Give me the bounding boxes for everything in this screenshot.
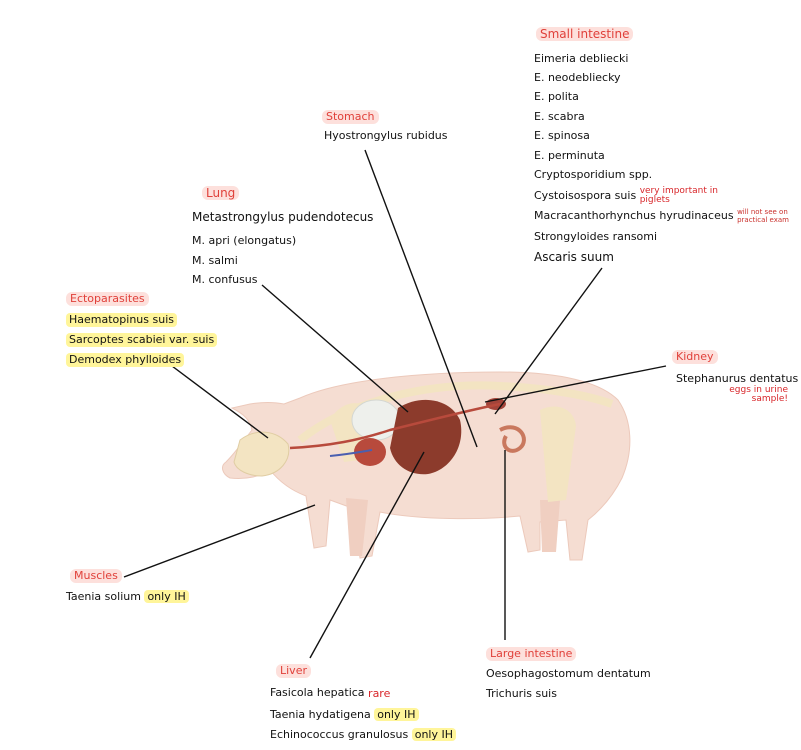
small-intestine-item-3: E. polita [534, 90, 579, 103]
connector-small-intestine [494, 267, 603, 415]
large-intestine-item-1: Oesophagostomum dentatum [486, 667, 651, 680]
lung-item-3: M. salmi [192, 254, 238, 267]
connector-liver [309, 451, 425, 659]
kidney-item-1: Stephanurus dentatus [676, 372, 799, 385]
connector-ectoparasites [159, 356, 269, 439]
small-intestine-item-5: E. spinosa [534, 129, 590, 142]
lung-heading: Lung [202, 186, 240, 200]
echinococcus-note: only IH [411, 728, 456, 741]
muscles-heading: Muscles [70, 569, 122, 583]
pig-hind-leg [540, 500, 560, 552]
liver-heading: Liver [276, 664, 311, 678]
stomach-item-1: Hyostrongylus rubidus [324, 129, 448, 142]
echinococcus-label: Echinococcus granulosus [270, 728, 409, 741]
small-intestine-item-4: E. scabra [534, 110, 585, 123]
ectoparasites-item-2: Sarcoptes scabiei var. suis [66, 333, 218, 347]
small-intestine-item-1: Eimeria debliecki [534, 52, 629, 65]
liver-item-1: Fasicola hepatica rare [270, 686, 390, 700]
pig-front-leg [346, 498, 368, 556]
pig-vein [329, 449, 373, 457]
connector-muscles [123, 504, 316, 578]
pig-illustration [222, 371, 631, 561]
small-intestine-item-9: Macracanthorhynchus hyrudinaceus will no… [534, 208, 801, 224]
pig-skull [233, 431, 290, 477]
taenia-hydatigena-label: Taenia hydatigena [270, 708, 371, 721]
muscles-item-1: Taenia solium only IH [66, 590, 189, 604]
pig-intestine [499, 425, 526, 453]
ectoparasites-heading: Ectoparasites [66, 292, 149, 306]
taenia-solium-note: only IH [144, 590, 189, 603]
pig-heart [354, 438, 386, 466]
fasciola-note: rare [368, 686, 391, 700]
cystoisospora-note: very important in piglets [639, 186, 718, 205]
small-intestine-item-11: Ascaris suum [534, 250, 614, 264]
cystoisospora-label: Cystoisospora suis [534, 189, 637, 202]
large-intestine-heading: Large intestine [486, 647, 577, 661]
liver-item-2: Taenia hydatigena only IH [270, 708, 419, 722]
small-intestine-item-10: Strongyloides ransomi [534, 230, 658, 243]
liver-item-3: Echinococcus granulosus only IH [270, 728, 456, 742]
kidney-heading: Kidney [672, 350, 718, 364]
connector-lung [261, 284, 409, 413]
connector-kidney [484, 365, 667, 403]
pig-artery [289, 402, 501, 450]
pig-hind-bones [540, 406, 576, 502]
small-intestine-heading: Small intestine [536, 27, 634, 41]
pig-liver [390, 399, 462, 475]
stomach-heading: Stomach [322, 110, 379, 124]
small-intestine-item-8: Cystoisospora suis very important in pig… [534, 187, 722, 205]
lung-item-4: M. confusus [192, 273, 258, 286]
lung-item-2: M. apri (elongatus) [192, 234, 297, 247]
ectoparasites-item-1: Haematopinus suis [66, 313, 177, 327]
kidney-note: eggs in urine sample! [729, 385, 788, 404]
small-intestine-item-7: Cryptosporidium spp. [534, 168, 653, 181]
macracanthorhynchus-note: will not see on practical exam [737, 208, 789, 224]
fasciola-label: Fasicola hepatica [270, 686, 365, 699]
small-intestine-item-6: E. perminuta [534, 149, 605, 162]
ectoparasites-item-3: Demodex phylloides [66, 353, 185, 367]
small-intestine-item-2: E. neodebliecky [534, 71, 621, 84]
large-intestine-item-2: Trichuris suis [486, 687, 557, 700]
taenia-solium-label: Taenia solium [66, 590, 141, 603]
lung-item-1: Metastrongylus pudendotecus [192, 210, 374, 224]
macracanthorhynchus-label: Macracanthorhynchus hyrudinaceus [534, 209, 734, 222]
connector-stomach [364, 149, 478, 448]
taenia-hydatigena-note: only IH [374, 708, 419, 721]
